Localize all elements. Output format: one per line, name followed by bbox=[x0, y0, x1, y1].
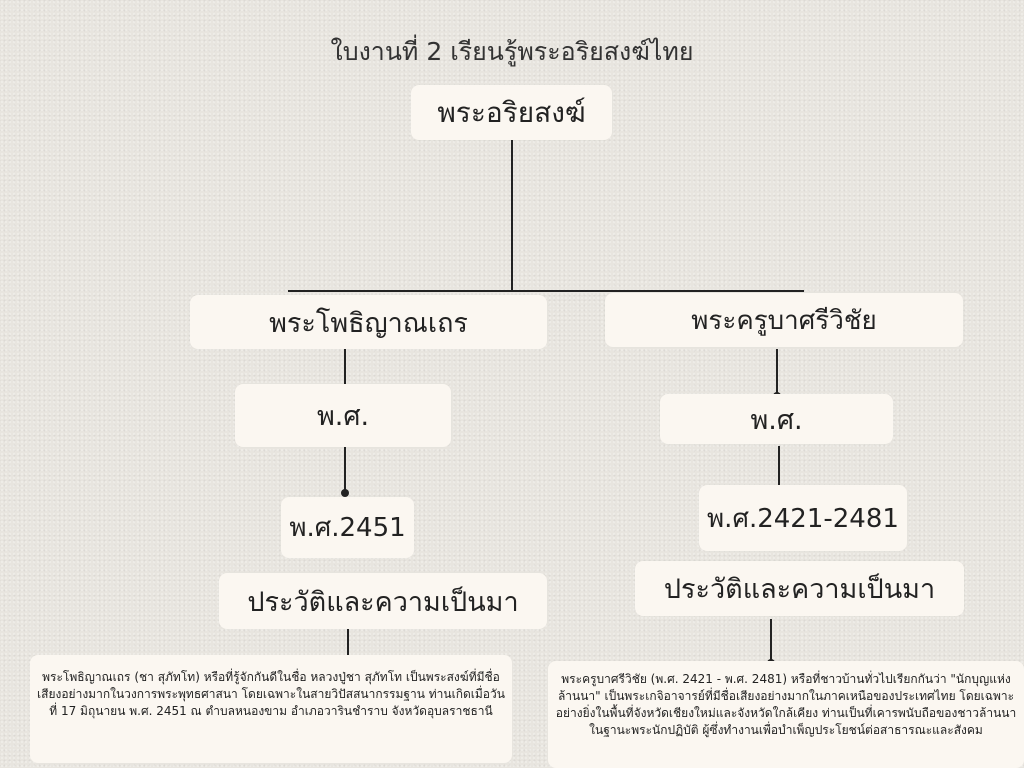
left-dot-2 bbox=[341, 489, 349, 497]
right-monk-name: พระครูบาศรีวิชัย bbox=[605, 293, 963, 347]
left-era-value: พ.ศ.2451 bbox=[281, 497, 414, 558]
left-description: พระโพธิญาณเถร (ชา สุภัทโท) หรือที่รู้จัก… bbox=[30, 655, 512, 763]
right-era-value: พ.ศ.2421-2481 bbox=[699, 485, 907, 551]
right-history-label: ประวัติและความเป็นมา bbox=[635, 561, 964, 616]
left-era-label: พ.ศ. bbox=[235, 384, 451, 447]
right-era-label: พ.ศ. bbox=[660, 394, 893, 444]
left-monk-name: พระโพธิญาณเถร bbox=[190, 295, 547, 349]
page-title: ใบงานที่ 2 เรียนรู้พระอริยสงฆ์ไทย bbox=[330, 37, 694, 66]
left-history-label: ประวัติและความเป็นมา bbox=[219, 573, 547, 629]
right-description: พระครูบาศรีวิชัย (พ.ศ. 2421 - พ.ศ. 2481)… bbox=[548, 661, 1024, 768]
root-node: พระอริยสงฆ์ bbox=[411, 85, 612, 140]
